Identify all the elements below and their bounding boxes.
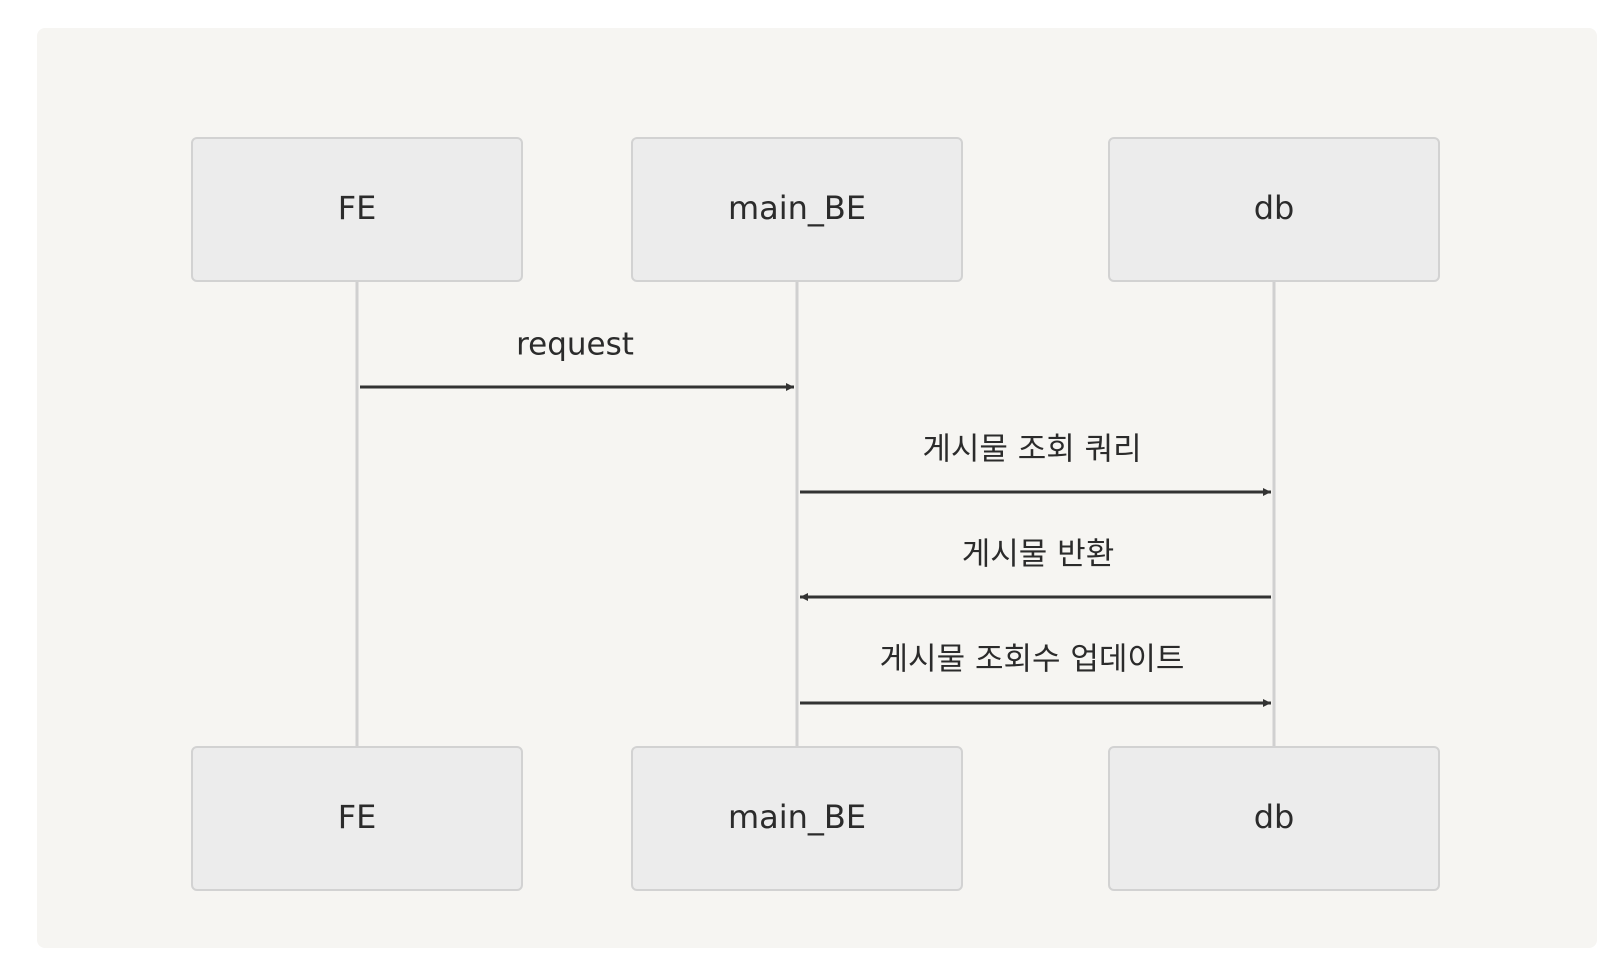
- participants-top: FE main_BE db: [191, 137, 1440, 282]
- message-label: 게시물 조회 쿼리: [922, 432, 1141, 468]
- message-request: request: [360, 327, 794, 391]
- participant-label: main_BE: [728, 798, 866, 836]
- participant-label: FE: [338, 189, 377, 227]
- participant-bottom-main-be: main_BE: [631, 746, 963, 891]
- message-query: 게시물 조회 쿼리: [800, 432, 1271, 496]
- participant-label: main_BE: [728, 189, 866, 227]
- message-update: 게시물 조회수 업데이트: [800, 642, 1271, 707]
- participant-label: FE: [338, 798, 377, 836]
- message-return: 게시물 반환: [800, 537, 1271, 601]
- participant-top-main-be: main_BE: [631, 137, 963, 282]
- participant-label: db: [1254, 189, 1295, 227]
- message-label: 게시물 조회수 업데이트: [880, 642, 1185, 678]
- participant-bottom-db: db: [1108, 746, 1440, 891]
- message-label: request: [516, 327, 634, 363]
- participant-top-fe: FE: [191, 137, 523, 282]
- lifelines: [355, 282, 1276, 748]
- participants-bottom: FE main_BE db: [191, 746, 1440, 891]
- participant-bottom-fe: FE: [191, 746, 523, 891]
- participant-label: db: [1254, 798, 1295, 836]
- messages: request 게시물 조회 쿼리 게시물 반환 게시물 조회수 업데이트: [360, 327, 1271, 707]
- participant-top-db: db: [1108, 137, 1440, 282]
- message-label: 게시물 반환: [962, 537, 1114, 573]
